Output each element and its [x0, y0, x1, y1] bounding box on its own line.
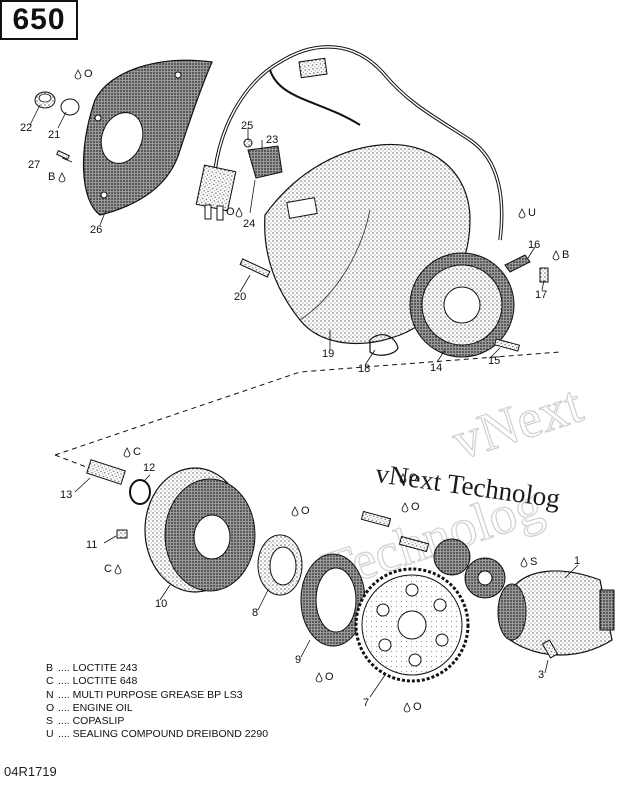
code-o-7: O	[413, 701, 422, 713]
code-b-17: B	[562, 249, 569, 261]
callout-19: 19	[322, 348, 334, 360]
callout-1: 1	[574, 555, 580, 567]
stator-screw	[494, 338, 520, 352]
callout-12: 12	[143, 462, 155, 474]
stator	[409, 252, 515, 358]
callout-24: 24	[243, 218, 255, 230]
flywheel-bolt	[86, 459, 126, 485]
housing-screw	[239, 258, 271, 278]
callout-22: 22	[20, 122, 32, 134]
callout-26: 26	[90, 224, 102, 236]
callout-11: 11	[86, 539, 97, 551]
product-codes: O B O U B C C O O O S O O	[48, 68, 569, 713]
callout-25: 25	[241, 120, 253, 132]
code-o-shaft: O	[411, 501, 420, 513]
code-c-11: C	[104, 563, 112, 575]
legend-row-o: O.... ENGINE OIL	[46, 701, 133, 714]
callout-13: 13	[60, 489, 72, 501]
model-badge: 650	[0, 0, 78, 40]
cover-plug	[34, 91, 56, 109]
callout-14: 14	[430, 362, 442, 374]
callout-27: 27	[28, 159, 40, 171]
ring-gear	[354, 567, 470, 683]
flywheel	[144, 467, 256, 593]
callout-9: 9	[295, 654, 301, 666]
callout-7: 7	[363, 697, 369, 709]
callout-numbers: 1 3 7 8 9 10 11 12 13 14 15 16 17 18 19 …	[20, 120, 580, 709]
idler-gear	[433, 538, 506, 599]
code-s-1: S	[530, 556, 537, 568]
idler-shaft	[360, 510, 430, 553]
leader-lines	[29, 104, 579, 698]
magneto-cover	[82, 59, 213, 216]
flywheel-washer	[129, 479, 151, 505]
code-o-top: O	[409, 472, 418, 484]
callout-21: 21	[48, 129, 60, 141]
legend-row-n: N.... MULTI PURPOSE GREASE BP LS3	[46, 688, 243, 701]
callout-8: 8	[252, 607, 258, 619]
legend-row-u: U.... SEALING COMPOUND DREIBOND 2290	[46, 728, 269, 741]
legend-row-s: S.... COPASLIP	[46, 715, 125, 728]
cover-screw	[56, 149, 70, 161]
alignment-line-upper	[54, 351, 561, 456]
woodruff-key	[116, 529, 128, 539]
sprag-ring	[257, 534, 303, 596]
starter-drive-plate	[300, 553, 366, 647]
lubricant-legend: B.... LOCTITE 243 C.... LOCTITE 648 N...…	[46, 662, 268, 742]
code-u-16: U	[528, 207, 536, 219]
callout-10: 10	[155, 598, 167, 610]
code-c-13: C	[133, 446, 141, 458]
figure-reference: 04R1719	[4, 764, 57, 779]
housing-gasket	[369, 334, 399, 356]
callout-16: 16	[528, 239, 540, 251]
callout-20: 20	[234, 291, 246, 303]
code-o-8: O	[301, 505, 310, 517]
code-o-21: O	[84, 68, 93, 80]
starter-screw	[541, 639, 559, 659]
stator-connector	[195, 164, 237, 221]
callout-17: 17	[535, 289, 547, 301]
callout-3: 3	[538, 669, 544, 681]
code-b-27: B	[48, 171, 55, 183]
wire-clamp	[504, 254, 531, 273]
electric-starter	[497, 570, 615, 656]
legend-row-b: B.... LOCTITE 243	[46, 662, 138, 674]
drop-markers	[58, 69, 560, 713]
legend-row-c: C.... LOCTITE 648	[46, 675, 138, 688]
code-o-24: O	[226, 206, 235, 218]
watermark-ghost-top: vNext	[445, 374, 589, 472]
callout-15: 15	[488, 355, 500, 367]
sensor-lead	[269, 69, 361, 126]
trigger-coil	[243, 138, 283, 179]
o-ring	[60, 98, 80, 116]
clamp-screw	[539, 267, 549, 283]
callout-18: 18	[358, 363, 370, 375]
harness-connector	[298, 57, 328, 79]
callout-23: 23	[266, 134, 278, 146]
code-o-9: O	[325, 671, 334, 683]
